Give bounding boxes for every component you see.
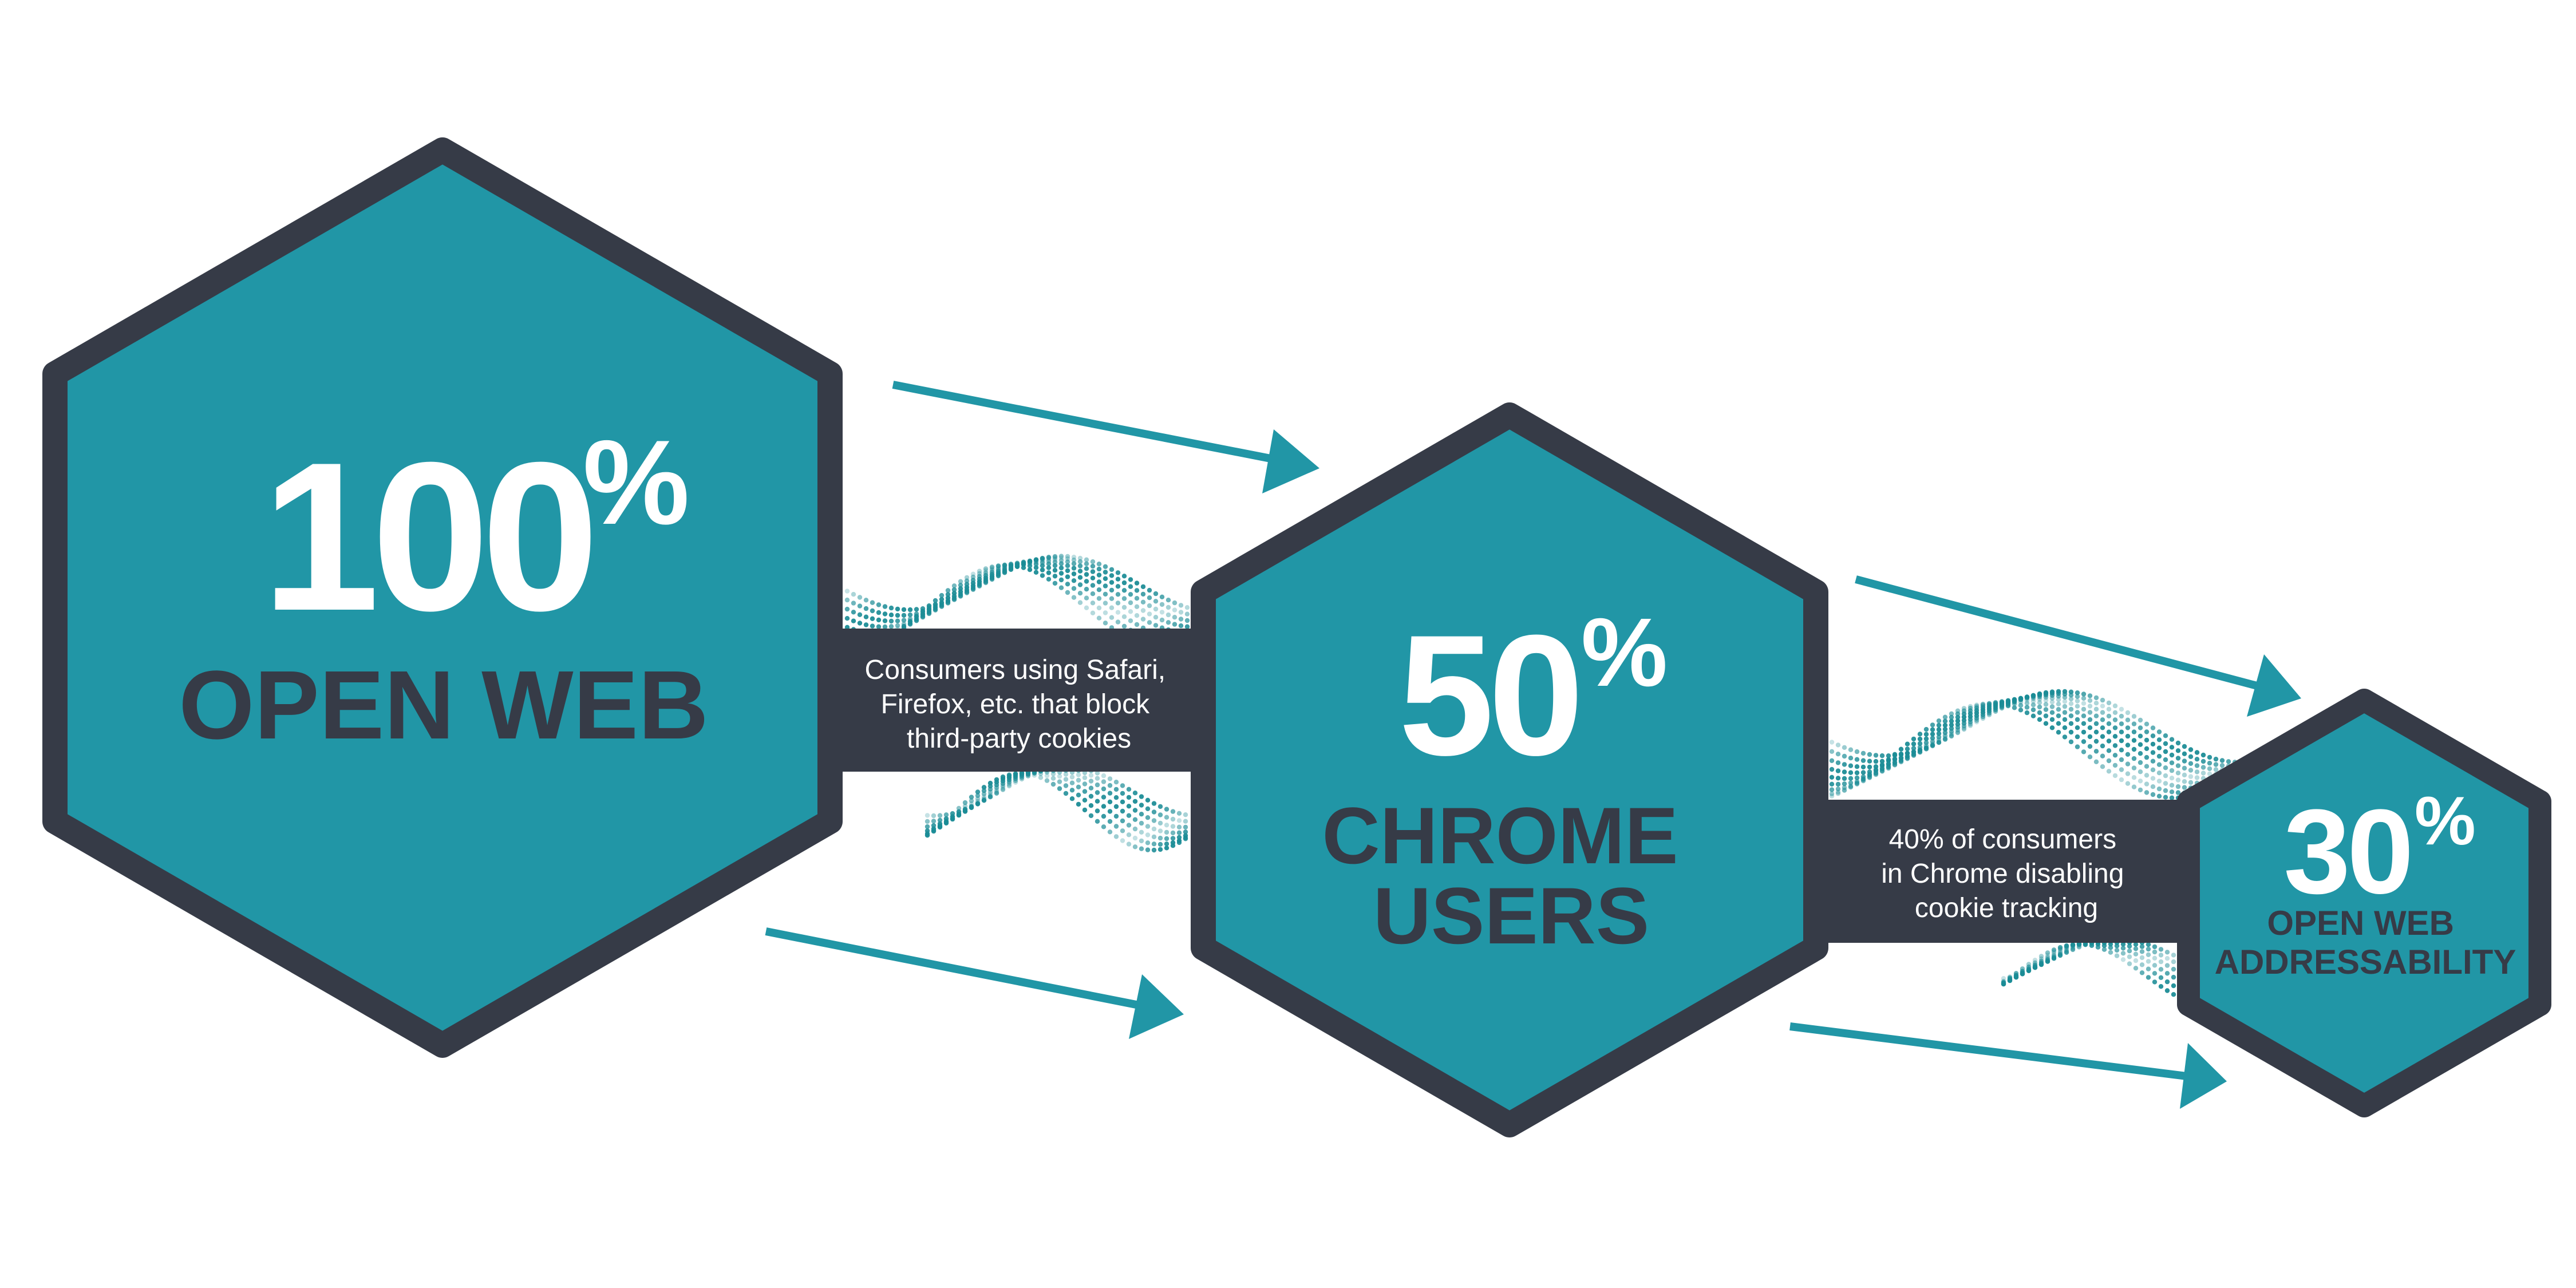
stage-hexagon-open-web: 100 % OPEN WEB	[42, 137, 843, 1058]
stage-1-label: OPEN WEB	[179, 651, 709, 760]
stage-2-unit: %	[1581, 598, 1668, 707]
dot-wave-icon	[924, 764, 1188, 853]
connector-1-line-3: third-party cookies	[907, 724, 1131, 754]
arrow-icon	[765, 927, 1184, 1039]
arrow-icon	[1855, 575, 2301, 717]
stage-2-label: CHROME USERS	[1322, 791, 1700, 961]
connector-1-line-2: Firefox, etc. that block	[881, 689, 1151, 720]
stage-3-value: 30	[2283, 784, 2411, 919]
connector-2-text: 40% of consumers in Chrome disabling coo…	[1881, 824, 2132, 923]
hexagon-shape	[2177, 689, 2551, 1117]
arrow-icon	[1789, 1022, 2227, 1109]
stage-3-unit: %	[2415, 783, 2476, 859]
connector-1-line-1: Consumers using Safari,	[865, 655, 1166, 685]
connector-2-line-1: 40% of consumers	[1889, 824, 2117, 855]
connector-1: Consumers using Safari, Firefox, etc. th…	[841, 629, 1196, 772]
stage-1-value: 100	[262, 418, 591, 655]
arrows	[765, 381, 2301, 1109]
arrow-icon	[892, 381, 1319, 493]
connector-2-line-2: in Chrome disabling	[1881, 859, 2124, 889]
connector-2: 40% of consumers in Chrome disabling coo…	[1820, 800, 2192, 943]
hexagon-shape	[1191, 402, 1828, 1137]
connector-band-2	[1820, 800, 2192, 943]
stage-3-label: OPEN WEB ADDRESSABILITY	[2215, 904, 2516, 981]
stage-2-value: 50	[1398, 599, 1578, 791]
connector-2-line-3: cookie tracking	[1915, 893, 2098, 923]
stage-hexagon-open-web-addressability: 30 % OPEN WEB ADDRESSABILITY	[2177, 689, 2551, 1117]
stage-1-unit: %	[583, 415, 690, 550]
stage-hexagon-chrome-users: 50 % CHROME USERS	[1191, 402, 1828, 1137]
connector-1-text: Consumers using Safari, Firefox, etc. th…	[865, 655, 1174, 754]
connector-band-1	[841, 629, 1196, 772]
hexagon-shape	[42, 137, 843, 1058]
